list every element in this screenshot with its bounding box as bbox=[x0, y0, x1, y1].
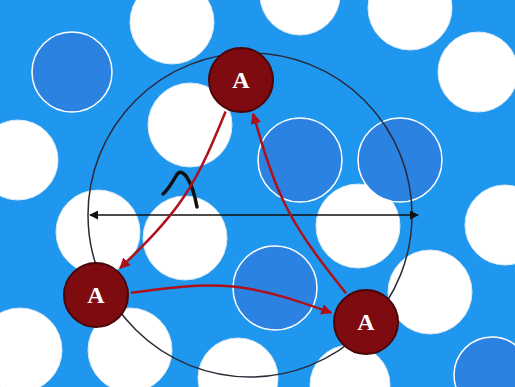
atom-circle: A bbox=[333, 289, 399, 355]
atom-label: A bbox=[232, 68, 249, 92]
jump-arrow bbox=[131, 286, 331, 313]
atom-circle: A bbox=[208, 47, 274, 113]
blue-atoms bbox=[32, 32, 515, 387]
atom-label: A bbox=[357, 310, 374, 334]
atom-label: A bbox=[87, 283, 104, 307]
jump-arrow bbox=[253, 114, 346, 293]
jump-arrow bbox=[120, 111, 226, 268]
atom-circle: A bbox=[63, 262, 129, 328]
diameter-arrow bbox=[90, 214, 418, 216]
